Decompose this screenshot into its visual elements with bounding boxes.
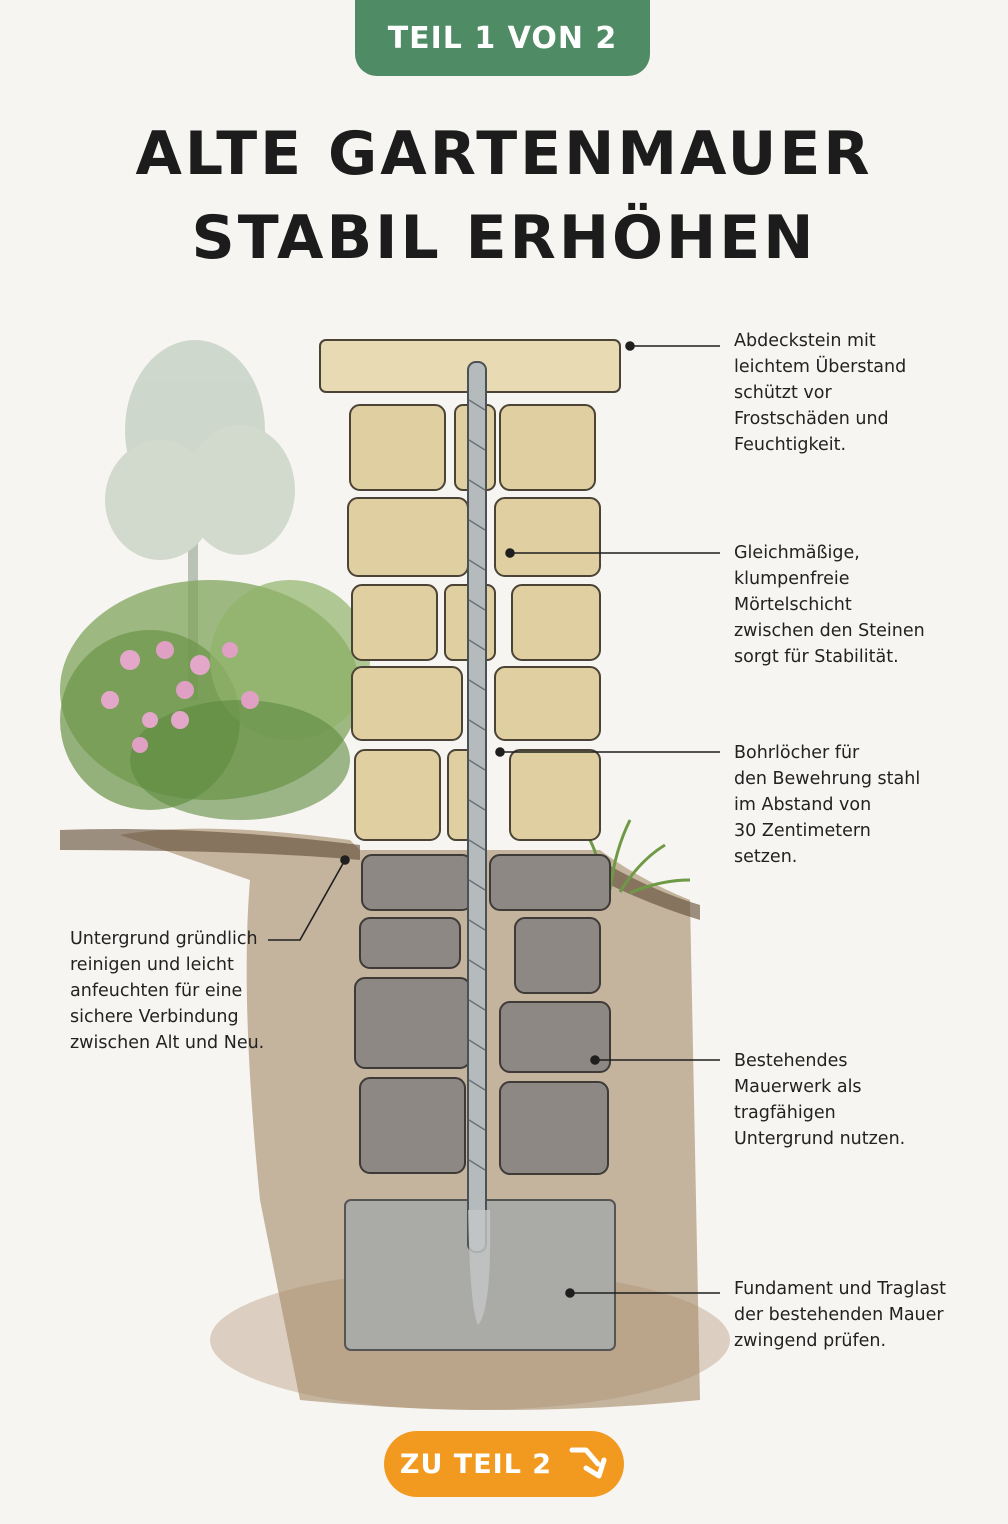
callout-mortar: Gleichmäßige, klumpenfreie Mörtelschicht… bbox=[734, 543, 925, 667]
title-line-2: STABIL ERHÖHEN bbox=[191, 203, 817, 273]
arrow-down-right-icon bbox=[569, 1447, 607, 1479]
callout-cap-stone: Abdeckstein mit leichtem Überstand schüt… bbox=[734, 331, 907, 455]
next-part-button-label: ZU TEIL 2 bbox=[399, 1448, 553, 1480]
wall-cross-section-illustration bbox=[60, 339, 730, 1410]
part-indicator-badge: TEIL 1 VON 2 bbox=[355, 0, 650, 76]
rebar bbox=[467, 361, 491, 1325]
title-line-1: ALTE GARTENMAUER bbox=[135, 119, 873, 189]
background-tree bbox=[105, 340, 295, 700]
page-title: ALTE GARTENMAUER STABIL ERHÖHEN bbox=[0, 112, 1008, 280]
next-part-button[interactable]: ZU TEIL 2 bbox=[384, 1431, 624, 1497]
callout-foundation: Fundament und Traglast der bestehenden M… bbox=[734, 1279, 947, 1351]
callout-drill-holes: Bohrlöcher für den Bewehrung stahl im Ab… bbox=[734, 743, 921, 867]
callout-leaders bbox=[268, 341, 720, 1298]
flowering-shrub bbox=[60, 580, 370, 820]
callout-substrate: Untergrund gründlich reinigen und leicht… bbox=[70, 929, 265, 1053]
callout-existing-wall: Bestehendes Mauerwerk als tragfähigen Un… bbox=[734, 1051, 906, 1149]
existing-masonry bbox=[354, 854, 611, 1175]
